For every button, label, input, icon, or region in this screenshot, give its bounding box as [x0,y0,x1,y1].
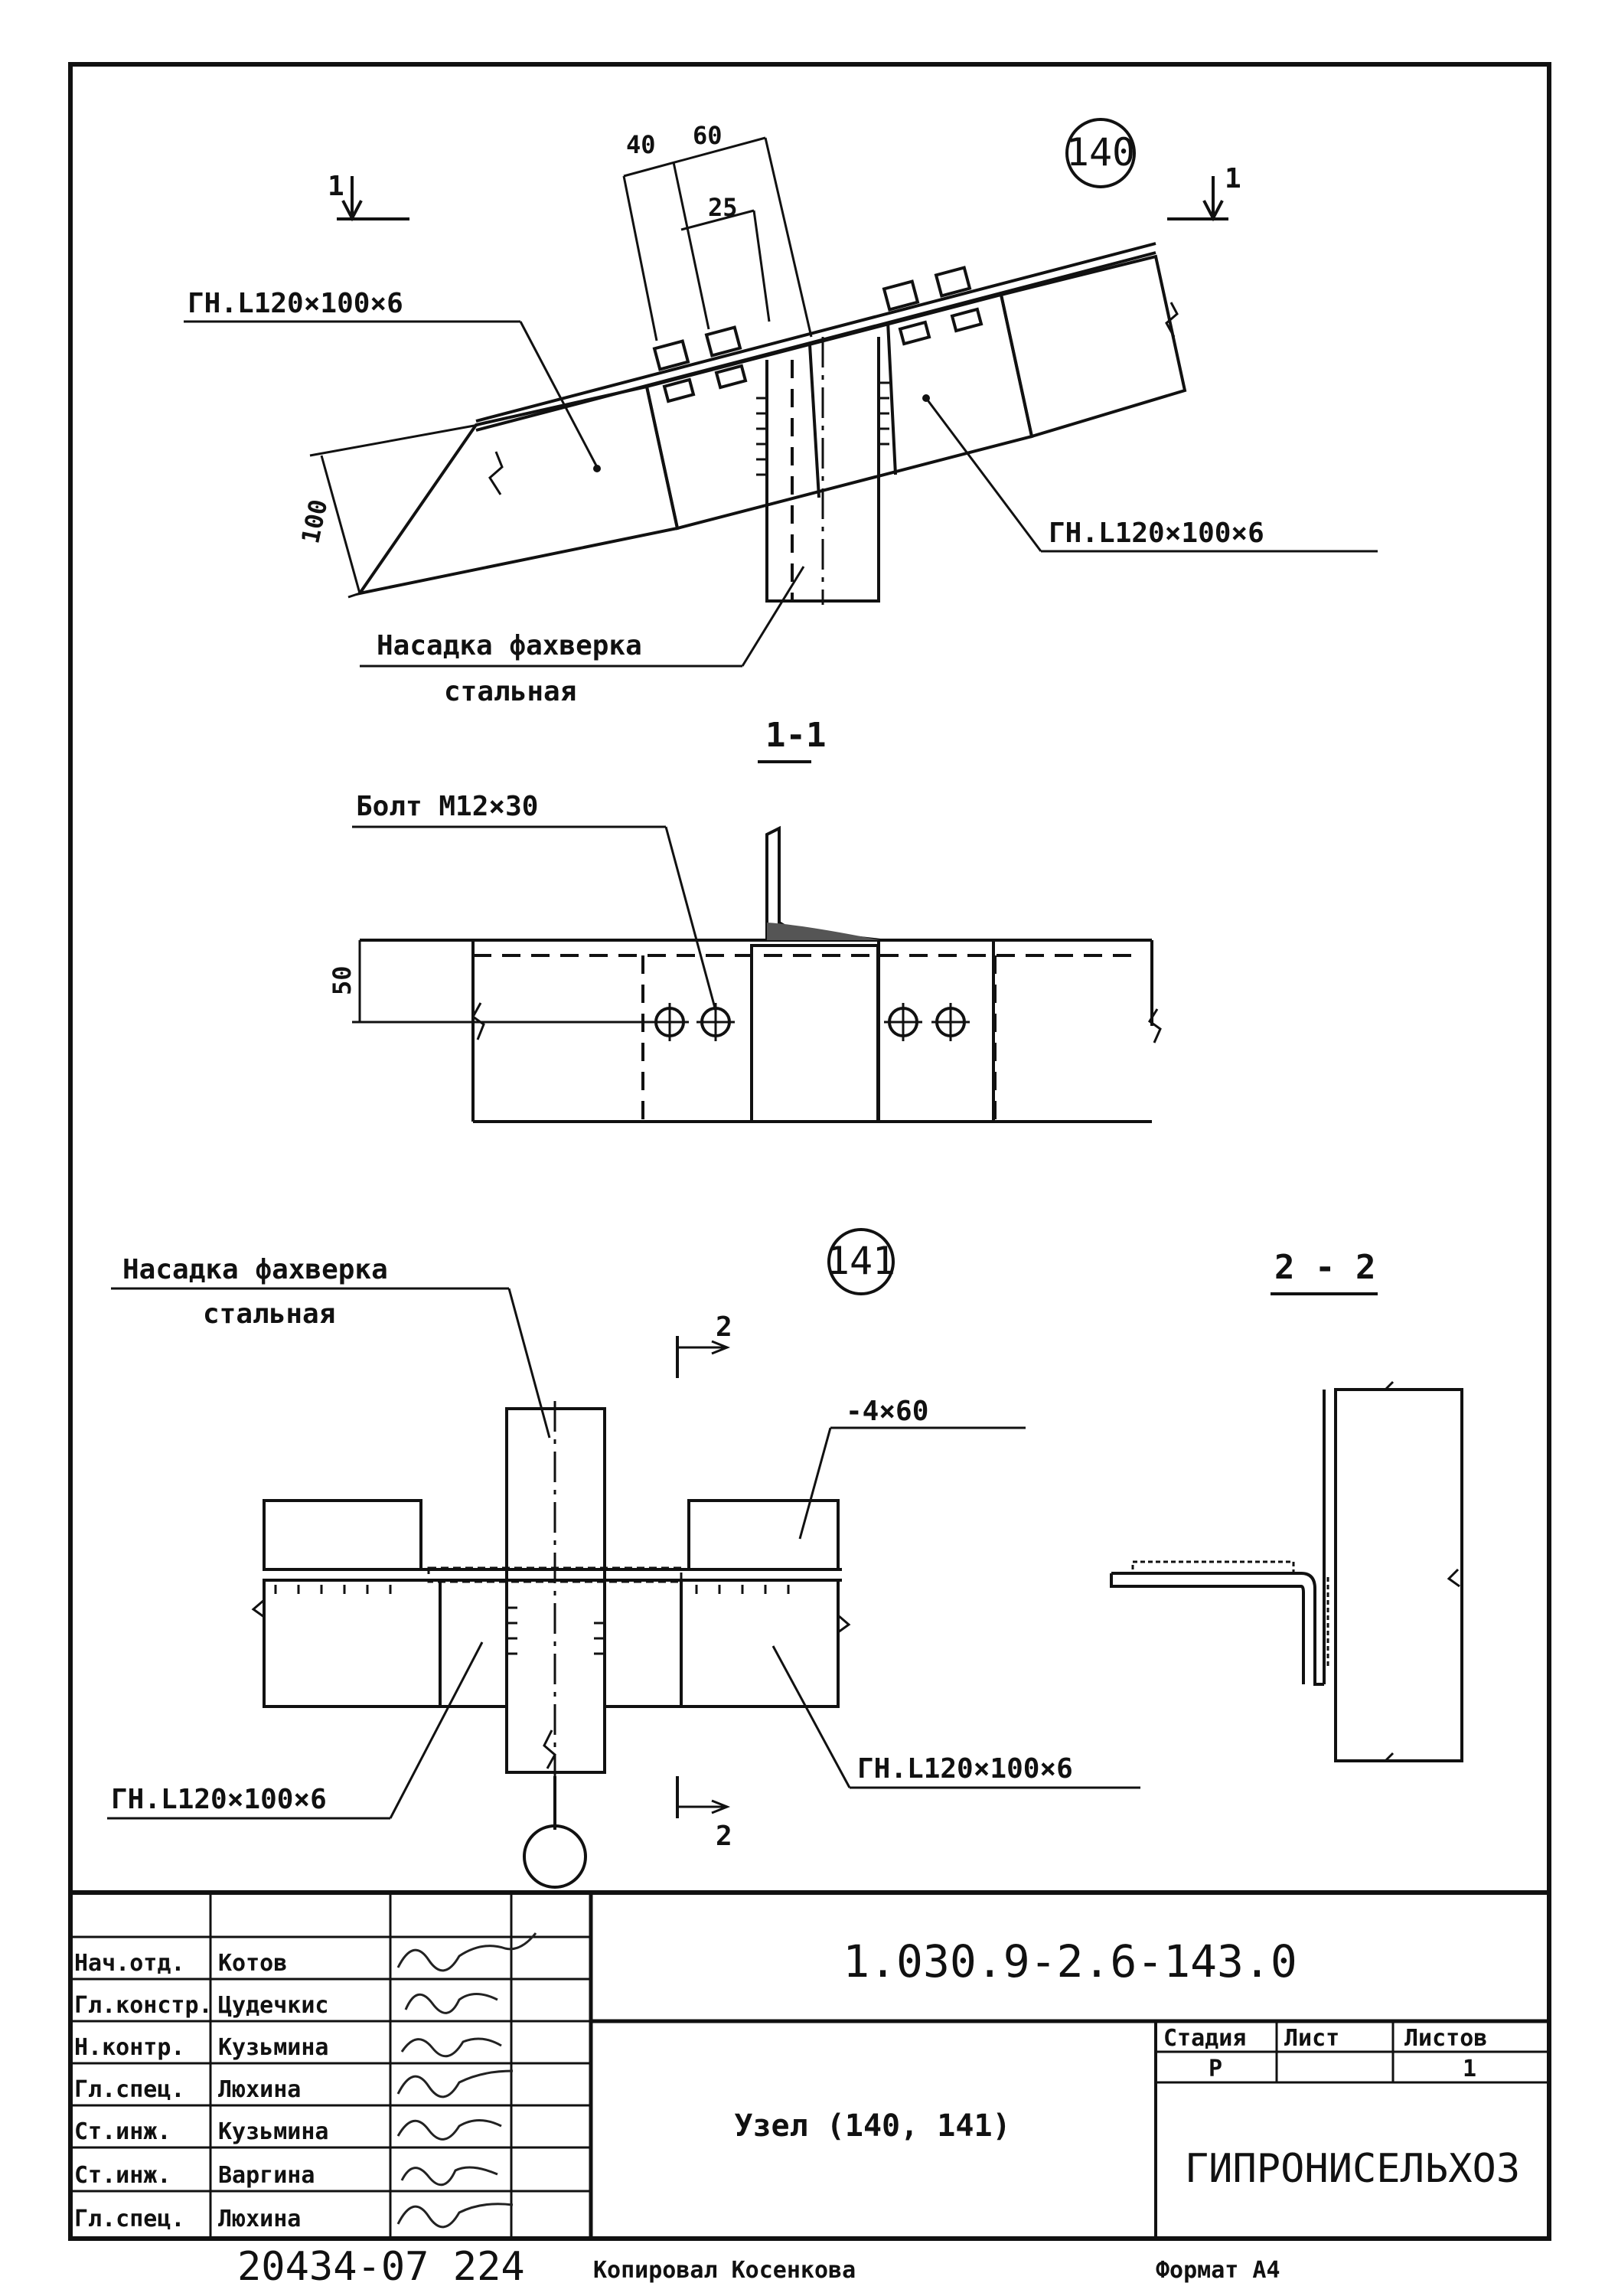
role-1: Гл.констр. [74,1992,213,2019]
section-1-1-title: 1-1 [765,716,826,755]
role-6: Гл.спец. [74,2206,185,2232]
section-2-mark-bottom: 2 [676,1776,732,1852]
angle-stem-1-1 [765,825,881,942]
role-2: Н.контр. [74,2034,185,2061]
name-0: Котов [218,1950,287,1977]
break-line-left [488,451,504,495]
name-5: Варгина [218,2162,315,2189]
title-block: Нач.отд. Гл.констр. Н.контр. Гл.спец. Ст… [70,1890,1549,2239]
bolts-140 [652,266,984,403]
node-141: 141 Насадка фахверка стальная 2 2 [107,1228,1140,1889]
dims-140: 40 60 25 100 [295,121,813,599]
inventory-number: 20434-07 224 [237,2244,525,2290]
drawing-title: Узел (140, 141) [734,2108,1010,2144]
name-6: Люхина [218,2206,301,2232]
role-4: Ст.инж. [74,2118,171,2145]
svg-text:60: 60 [693,121,723,150]
reference-circle [523,1824,587,1889]
name-4: Кузьмина [218,2118,329,2145]
name-2: Кузьмина [218,2034,329,2061]
svg-text:50: 50 [328,965,357,995]
angle-bottom-left-141 [263,1579,442,1708]
angle-right-body [999,254,1187,439]
break-line-right [1165,302,1179,338]
svg-text:2: 2 [716,1311,732,1343]
node-140-marker [1065,118,1136,188]
weld-marks-140 [756,381,889,476]
svg-text:2: 2 [716,1821,732,1852]
label-cap-140-line2: стальная [444,676,576,707]
label-angle-right-140: ГН.L120×100×6 [1049,518,1264,549]
node-141-marker [827,1228,895,1295]
section-2-mark-top: 2 [676,1311,732,1378]
label-bolt-1-1: Болт М12×30 [356,791,538,822]
label-cap-140-line1: Насадка фахверка [377,630,642,661]
label-angle-left-141: ГН.L120×100×6 [111,1784,327,1815]
stage-value: Р [1209,2056,1222,2082]
sheets-header: Листов [1404,2025,1487,2052]
doc-code: 1.030.9-2.6-143.0 [843,1935,1297,1987]
section-2-2-title: 2 - 2 [1274,1248,1375,1287]
svg-text:1: 1 [328,171,344,202]
signatures [396,1932,537,2229]
angle-top-right-141 [687,1499,840,1571]
footer: 20434-07 224 Копировал Косенкова Формат … [237,2244,1280,2290]
paper-format: Формат А4 [1156,2257,1280,2284]
node-140: 140 1 1 [184,118,1378,707]
organization: ГИПРОНИСЕЛЬХОЗ [1185,2146,1520,2192]
svg-text:100: 100 [295,497,333,546]
angle-middle-body [644,292,1034,531]
node-140-number: 140 [1066,130,1135,175]
section-2-2: 2 - 2 [1110,1248,1463,1762]
angle-top-left-141 [263,1499,422,1571]
role-0: Нач.отд. [74,1950,185,1977]
role-5: Ст.инж. [74,2162,171,2189]
copied-by: Копировал Косенкова [593,2257,856,2284]
name-1: Цудечкис [218,1992,329,2019]
label-cap-141-line1: Насадка фахверка [122,1254,388,1285]
role-3: Гл.спец. [74,2076,185,2103]
stage-header: Стадия [1163,2025,1246,2052]
post-2-2 [1334,1388,1463,1762]
weld-marks-141 [274,1585,790,1655]
label-angle-left-140: ГН.L120×100×6 [188,288,403,319]
label-cap-141-line2: стальная [203,1298,335,1330]
sheets-value: 1 [1463,2056,1476,2082]
node-141-number: 141 [827,1239,895,1283]
sheet-header: Лист [1284,2025,1339,2052]
section-1-1: 1-1 50 Болт М12×30 [328,716,1162,1123]
svg-text:40: 40 [626,130,656,159]
sheet-frame [68,62,1551,2241]
section-1-mark-left: 1 [328,171,409,222]
cap-section [750,944,879,1123]
section-1-mark-right: 1 [1167,163,1241,222]
bolt-holes-1-1 [651,1003,970,1041]
svg-text:25: 25 [708,193,738,222]
svg-text:1: 1 [1225,163,1241,194]
angle-bottom-right-141 [680,1579,840,1708]
rafter-flange-top [475,242,1156,423]
label-angle-right-141: ГН.L120×100×6 [857,1753,1073,1785]
label-plate-141: -4×60 [846,1396,928,1427]
name-3: Люхина [218,2076,301,2103]
